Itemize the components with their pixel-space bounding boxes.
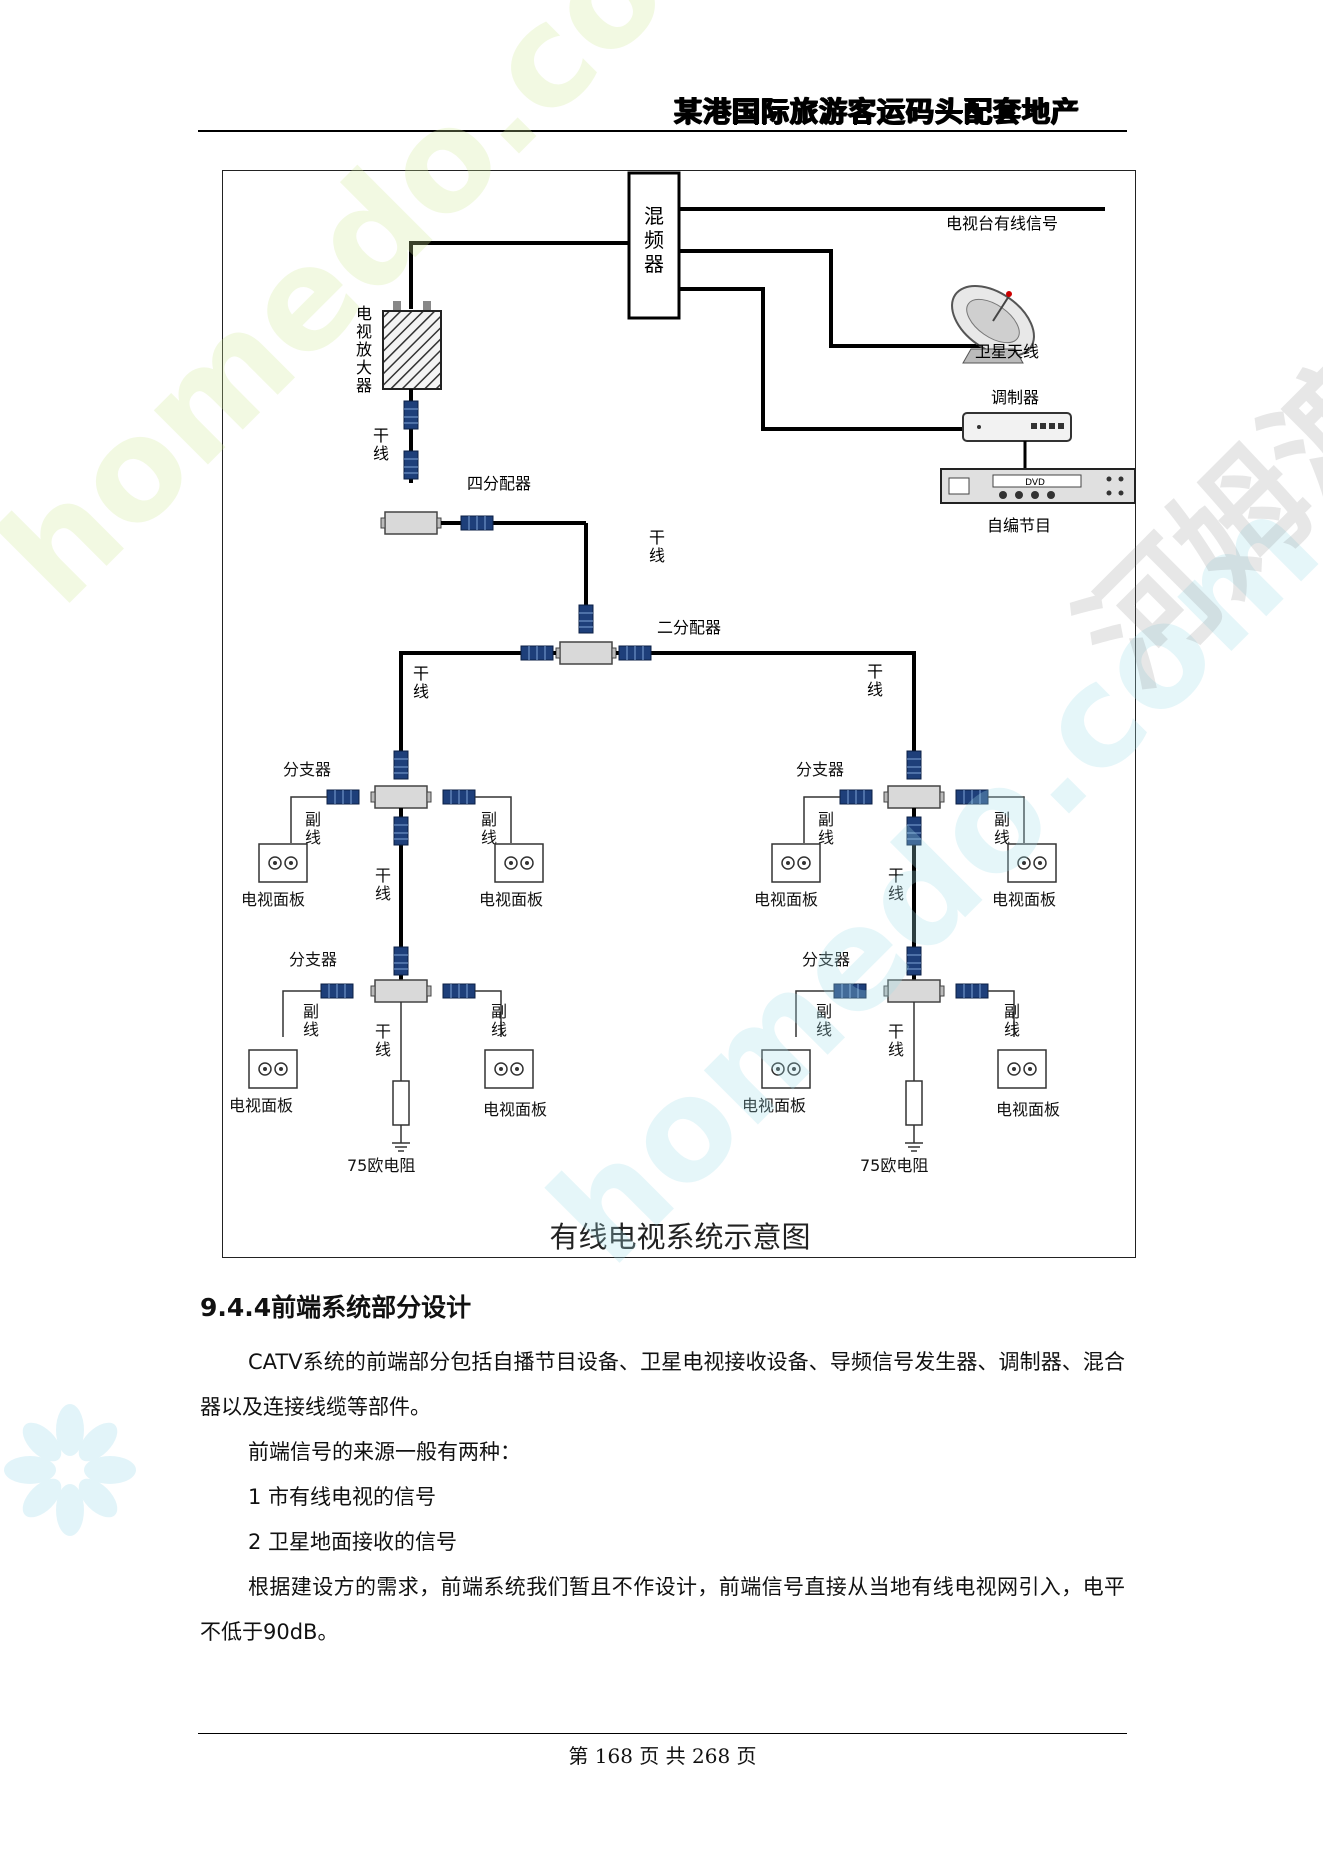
self-program-label: 自编节目 <box>987 516 1051 535</box>
right-tap1-left-panel-label: 电视面板 <box>754 890 818 909</box>
mixer-label: 混频器 <box>644 204 664 276</box>
left-tap2-left-feeder <box>282 990 321 1037</box>
distribution-branches: 分支器副线副线电视面板电视面板干线分支器副线副线干线电视面板电视面板75欧电阻分… <box>229 750 1060 1175</box>
right-tap2-right-feeder <box>988 990 1015 1037</box>
right-trunk-connector-a <box>906 816 922 846</box>
satellite-label: 卫星天线 <box>975 342 1039 361</box>
left-tap2-right-branch-label: 副线 <box>491 1002 507 1039</box>
dvd-player-device: DVD <box>940 468 1136 504</box>
right-tap1-right-feeder <box>988 796 1025 843</box>
paragraph-front-end-components: CATV系统的前端部分包括自播节目设备、卫星电视接收设备、导频信号发生器、调制器… <box>200 1350 1125 1419</box>
figure-caption: 有线电视系统示意图 <box>549 1220 810 1254</box>
left-tap1-device <box>370 785 432 809</box>
right-tap1-left-feeder <box>803 796 840 843</box>
right-tap1-right-connector <box>955 789 989 805</box>
four-splitter-device <box>380 511 442 535</box>
satellite-dish-icon <box>951 285 1035 364</box>
left-tap1-left-connector <box>326 789 360 805</box>
right-tap1-right-tv-panel <box>1007 843 1057 883</box>
two-splitter-label: 二分配器 <box>657 618 721 637</box>
right-tap2-left-connector <box>833 983 867 999</box>
left-terminating-resistor <box>391 1070 411 1152</box>
head-end-lines <box>409 207 1105 431</box>
right-tap1-label: 分支器 <box>796 760 844 779</box>
left-tap1-left-tv-panel <box>258 843 308 883</box>
left-trunk-mid-label: 干线 <box>375 866 391 903</box>
left-tap2-right-feeder <box>475 990 502 1037</box>
list-item-satellite-signal: 2 卫星地面接收的信号 <box>248 1530 458 1554</box>
right-tap1-left-connector <box>839 789 873 805</box>
left-tap2-left-branch-label: 副线 <box>303 1002 319 1039</box>
right-tap1-right-branch-label: 副线 <box>994 810 1010 847</box>
left-tap2-left-connector <box>320 983 354 999</box>
right-terminating-resistor <box>904 1070 924 1152</box>
watermark-flower-logo <box>4 1404 136 1536</box>
left-tap1-right-tv-panel <box>494 843 544 883</box>
trunk-label-2: 干线 <box>649 528 665 565</box>
right-trunk-connector-b <box>906 946 922 976</box>
right-tap2-right-branch-label: 副线 <box>1004 1002 1020 1039</box>
page-number: 第 168 页 共 268 页 <box>568 1744 757 1768</box>
left-tap1-label: 分支器 <box>283 760 331 779</box>
header-rule <box>198 130 1127 132</box>
left-tap2-label: 分支器 <box>289 950 337 969</box>
right-tap2-label: 分支器 <box>802 950 850 969</box>
two-splitter-device <box>555 641 617 665</box>
amplifier-device <box>382 301 442 390</box>
right-resistor-label: 75欧电阻 <box>860 1156 928 1175</box>
section-heading: 9.4.4前端系统部分设计 <box>200 1293 472 1322</box>
right-tap1-left-branch-label: 副线 <box>818 810 834 847</box>
paragraph-signal-sources: 前端信号的来源一般有两种： <box>248 1440 521 1464</box>
left-tap1-right-branch-label: 副线 <box>481 810 497 847</box>
catv-diagram-figure: 混频器 电视台有线信号 卫星天线 调制器 DVD <box>222 170 1136 1258</box>
left-resistor-label: 75欧电阻 <box>347 1156 415 1175</box>
amplifier-label: 电视放大器 <box>356 304 372 395</box>
left-tap2-left-panel-label: 电视面板 <box>229 1096 293 1115</box>
right-tap2-device <box>883 979 945 1003</box>
left-tap1-right-connector <box>442 789 476 805</box>
left-tap1-connector <box>393 750 409 780</box>
left-tap1-right-feeder <box>475 796 512 843</box>
right-tap1-left-tv-panel <box>771 843 821 883</box>
left-tap1-left-branch-label: 副线 <box>305 810 321 847</box>
right-tap2-left-feeder <box>795 990 834 1037</box>
left-trunk-connector-b <box>393 946 409 976</box>
right-trunk-mid-label: 干线 <box>888 866 904 903</box>
list-item-cable-signal: 1 市有线电视的信号 <box>248 1485 437 1509</box>
left-tap2-right-panel-label: 电视面板 <box>483 1100 547 1119</box>
left-tap1-left-feeder <box>290 796 327 843</box>
footer-rule <box>198 1733 1127 1734</box>
document-header-title: 某港国际旅游客运码头配套地产 <box>673 95 1080 128</box>
right-tap2-right-connector <box>955 983 989 999</box>
right-tap2-right-tv-panel <box>997 1049 1047 1089</box>
right-tap1-right-panel-label: 电视面板 <box>992 890 1056 909</box>
left-tap2-device <box>370 979 432 1003</box>
right-tap2-left-tv-panel <box>761 1049 811 1089</box>
tv-signal-label: 电视台有线信号 <box>946 214 1058 233</box>
trunk-label-right: 干线 <box>867 662 883 699</box>
right-tap2-left-branch-label: 副线 <box>816 1002 832 1039</box>
modulator-device <box>962 412 1072 442</box>
left-trunk-connector-a <box>393 816 409 846</box>
svg-text:DVD: DVD <box>1025 478 1045 488</box>
right-trunk-bottom-label: 干线 <box>888 1022 904 1059</box>
left-tap2-left-tv-panel <box>248 1049 298 1089</box>
right-tap1-connector <box>906 750 922 780</box>
right-tap2-right-panel-label: 电视面板 <box>996 1100 1060 1119</box>
left-tap1-left-panel-label: 电视面板 <box>241 890 305 909</box>
mixer-box: 混频器 <box>627 171 681 320</box>
left-trunk-bottom-label: 干线 <box>375 1022 391 1059</box>
left-tap1-right-panel-label: 电视面板 <box>479 890 543 909</box>
left-tap2-right-connector <box>442 983 476 999</box>
paragraph-design-note: 根据建设方的需求，前端系统我们暂且不作设计，前端信号直接从当地有线电视网引入，电… <box>200 1575 1125 1644</box>
catv-diagram-svg: 混频器 电视台有线信号 卫星天线 调制器 DVD <box>229 171 1136 1254</box>
left-tap2-right-tv-panel <box>484 1049 534 1089</box>
modulator-label: 调制器 <box>991 388 1039 407</box>
trunk-label-amp: 干线 <box>373 426 389 463</box>
four-splitter-label: 四分配器 <box>467 474 531 493</box>
right-tap1-device <box>883 785 945 809</box>
right-tap2-left-panel-label: 电视面板 <box>742 1096 806 1115</box>
trunk-label-left: 干线 <box>413 664 429 701</box>
